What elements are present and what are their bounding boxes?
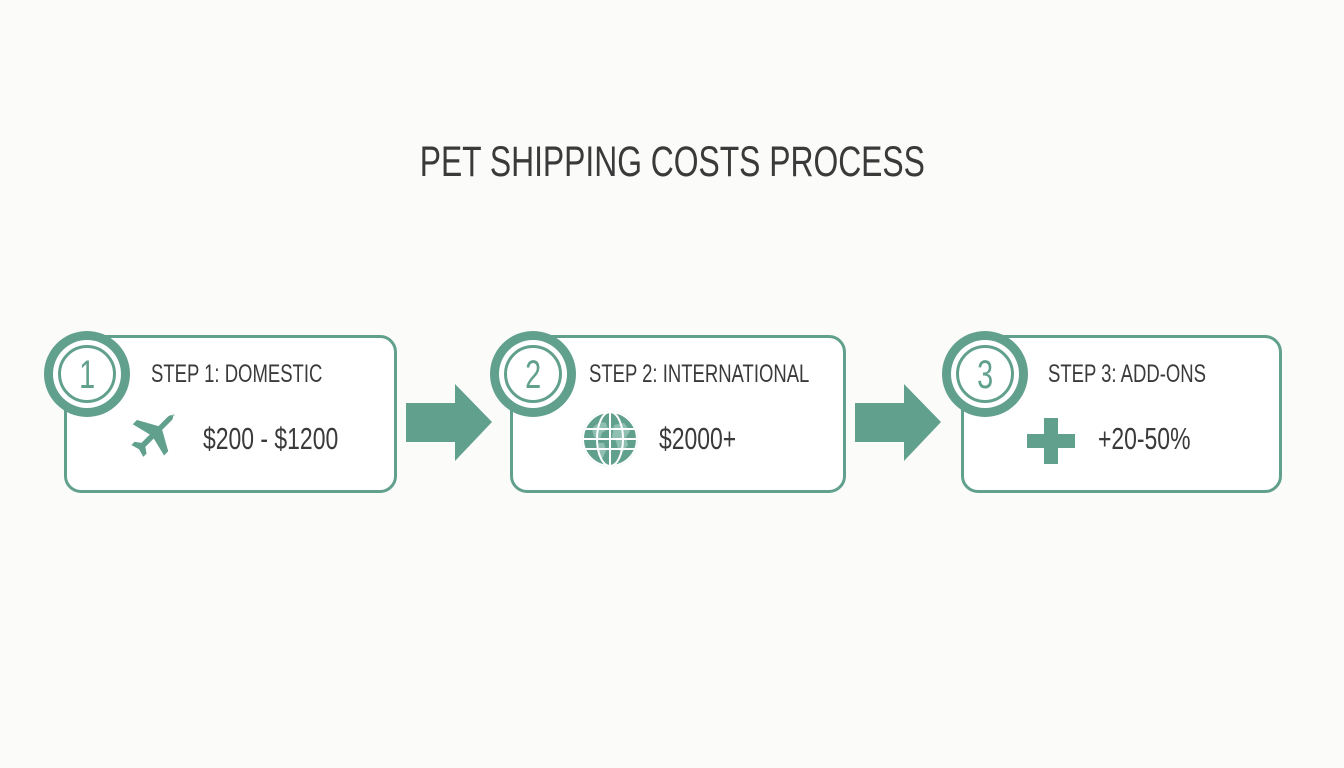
step-number-badge: 1 — [44, 331, 130, 417]
step-cost-value: $200 - $1200 — [203, 421, 339, 456]
page-title: PET SHIPPING COSTS PROCESS — [0, 136, 1344, 188]
step-cost-value: +20-50% — [1098, 421, 1191, 456]
arrow-right-icon — [406, 384, 492, 461]
step-number-badge: 2 — [490, 331, 576, 417]
step-label: STEP 3: ADD-ONS — [1048, 360, 1206, 388]
step-label: STEP 1: DOMESTIC — [151, 360, 323, 388]
step-number: 2 — [524, 353, 542, 397]
step-number: 3 — [976, 353, 994, 397]
arrow-right-icon — [855, 384, 941, 461]
step-label: STEP 2: INTERNATIONAL — [589, 360, 810, 388]
step-number: 1 — [78, 353, 96, 397]
step-number-badge: 3 — [942, 331, 1028, 417]
step-cost-value: $2000+ — [659, 421, 737, 456]
airplane-icon — [131, 412, 176, 457]
plus-icon — [1027, 418, 1075, 464]
globe-icon — [582, 411, 638, 467]
title-text: PET SHIPPING COSTS PROCESS — [419, 138, 925, 186]
